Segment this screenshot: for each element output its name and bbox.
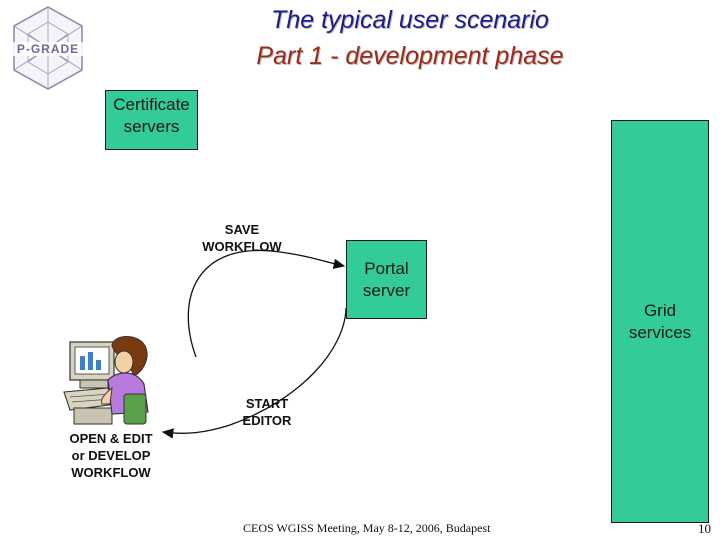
logo-graphic <box>10 6 86 90</box>
portal-server-line2: server <box>362 281 411 300</box>
start-editor-label: START EDITOR <box>236 395 298 429</box>
save-workflow-arrow <box>187 249 346 358</box>
open-edit-line2: or DEVELOP <box>71 448 151 463</box>
grid-services-line1: Grid <box>643 301 677 320</box>
certificate-servers-line2: servers <box>123 117 180 136</box>
start-editor-arrow <box>161 307 347 439</box>
portal-server-line1: Portal <box>364 259 409 278</box>
save-workflow-label: SAVE WORKFLOW <box>196 221 288 255</box>
p-grade-logo: P-GRADE <box>4 4 92 92</box>
page-number: 10 <box>698 521 711 536</box>
open-edit-line3: WORKFLOW <box>71 465 151 480</box>
save-workflow-line2: WORKFLOW <box>202 239 282 254</box>
logo-text: P-GRADE <box>16 42 80 56</box>
save-workflow-line1: SAVE <box>224 222 260 237</box>
slide-title: The typical user scenario <box>271 6 549 34</box>
start-editor-line2: EDITOR <box>242 413 292 428</box>
portal-server-box: Portal server <box>346 240 427 319</box>
grid-services-box: Grid services <box>611 120 709 523</box>
certificate-servers-box: Certificate servers <box>105 90 198 150</box>
footer-meeting: CEOS WGISS Meeting, May 8-12, 2006, Buda… <box>243 521 491 535</box>
slide-subtitle: Part 1 - development phase <box>256 42 564 70</box>
grid-services-line2: services <box>628 323 692 342</box>
open-edit-label: OPEN & EDIT or DEVELOP WORKFLOW <box>56 430 166 481</box>
certificate-servers-line1: Certificate <box>113 95 190 114</box>
open-edit-line1: OPEN & EDIT <box>69 431 153 446</box>
start-editor-line1: START <box>245 396 289 411</box>
